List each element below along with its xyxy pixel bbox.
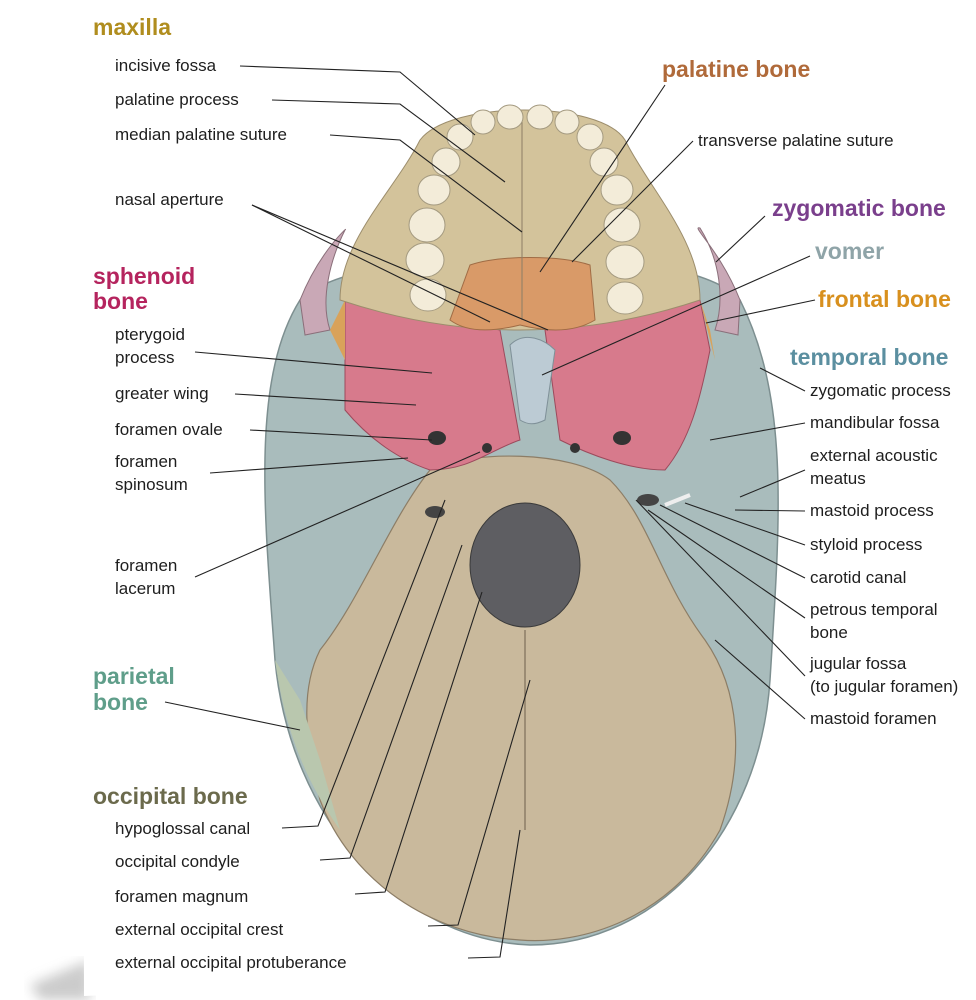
heading-maxilla: maxilla xyxy=(93,14,171,40)
heading-parietal: parietal xyxy=(93,663,175,689)
heading-frontal: frontal bone xyxy=(818,286,951,312)
label-pterygoid: pterygoid xyxy=(115,325,185,344)
zygomatic-left xyxy=(299,228,346,336)
label-occipital-condyle: occipital condyle xyxy=(115,852,240,871)
label-palatine-process: palatine process xyxy=(115,90,239,109)
parietal-region xyxy=(275,660,340,830)
heading-temporal: temporal bone xyxy=(790,344,949,370)
heading-sphenoid-2: bone xyxy=(93,288,148,314)
label-foramen-spinosum: foramen xyxy=(115,452,178,471)
label-external-acoustic-meatus: external acoustic xyxy=(810,446,938,465)
label-nasal-aperture: nasal aperture xyxy=(115,190,224,209)
label-mandibular-fossa: mandibular fossa xyxy=(810,413,940,432)
heading-sphenoid: sphenoid xyxy=(93,263,196,289)
label-mastoid-process: mastoid process xyxy=(810,501,934,520)
label-transverse-palatine-suture: transverse palatine suture xyxy=(698,131,894,150)
label-styloid-process: styloid process xyxy=(810,535,923,554)
label-foramen-lacerum: foramen xyxy=(115,556,178,575)
heading-occipital: occipital bone xyxy=(93,783,248,809)
label-jugular-fossa-2: (to jugular foramen) xyxy=(810,677,959,696)
label-hypoglossal-canal: hypoglossal canal xyxy=(115,819,251,838)
vomer-region xyxy=(509,336,556,425)
label-pterygoid-2: process xyxy=(115,348,175,367)
occipital-region xyxy=(306,455,737,942)
label-foramen-spinosum-2: spinosum xyxy=(115,475,188,494)
label-incisive-fossa: incisive fossa xyxy=(115,56,217,75)
label-foramen-magnum: foramen magnum xyxy=(115,887,249,906)
label-median-palatine-suture: median palatine suture xyxy=(115,125,288,144)
label-petrous-temporal-bone-2: bone xyxy=(810,623,848,642)
label-external-occipital-crest: external occipital crest xyxy=(115,920,284,939)
foramen-magnum xyxy=(469,502,581,628)
label-jugular-fossa: jugular fossa xyxy=(810,654,907,673)
label-petrous-temporal-bone: petrous temporal xyxy=(810,600,938,619)
label-external-occipital-protuberance: external occipital protuberance xyxy=(115,953,347,972)
zygomatic-right xyxy=(697,227,741,336)
label-zygomatic-process: zygomatic process xyxy=(810,381,951,400)
label-carotid-canal: carotid canal xyxy=(810,568,907,587)
teeth xyxy=(405,104,645,315)
label-foramen-lacerum-2: lacerum xyxy=(115,579,176,598)
leader-lines xyxy=(164,65,816,959)
heading-vomer: vomer xyxy=(815,238,885,264)
label-greater-wing: greater wing xyxy=(115,384,209,403)
heading-parietal-2: bone xyxy=(93,689,148,715)
label-external-acoustic-meatus-2: meatus xyxy=(810,469,866,488)
heading-zygomatic: zygomatic bone xyxy=(772,195,946,221)
label-foramen-ovale: foramen ovale xyxy=(115,420,223,439)
heading-palatine: palatine bone xyxy=(662,56,811,82)
label-mastoid-foramen: mastoid foramen xyxy=(810,709,937,728)
